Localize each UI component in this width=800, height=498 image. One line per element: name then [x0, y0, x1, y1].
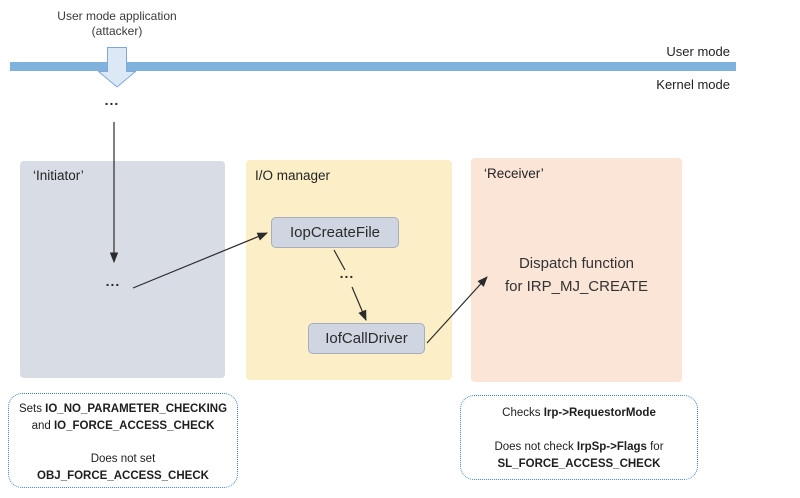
receiver-note-field1: Irp->RequestorMode	[543, 407, 656, 419]
receiver-note-line2: Does not check IrpSp->Flags for	[461, 439, 697, 456]
receiver-note-line1: Checks Irp->RequestorMode	[461, 405, 697, 422]
node-iofcalldriver: IofCallDriver	[308, 323, 425, 354]
receiver-box-label: ‘Receiver’	[484, 166, 544, 181]
initiator-note-flag3: OBJ_FORCE_ACCESS_CHECK	[37, 470, 209, 482]
user-kernel-boundary-bar	[10, 62, 736, 71]
initiator-note-line4: OBJ_FORCE_ACCESS_CHECK	[9, 468, 237, 485]
ellipsis-io-manager: ...	[339, 265, 355, 281]
initiator-note-sets: Sets	[18, 403, 46, 415]
initiator-note-and: and	[31, 420, 54, 432]
receiver-note-for: for	[646, 441, 664, 453]
initiator-note-line1: Sets IO_NO_PARAMETER_CHECKING	[9, 401, 237, 418]
user-mode-label: User mode	[666, 44, 730, 59]
initiator-note: Sets IO_NO_PARAMETER_CHECKING and IO_FOR…	[8, 393, 238, 488]
receiver-note-checks: Checks	[502, 407, 544, 419]
io-manager-box-label: I/O manager	[255, 168, 331, 183]
kernel-mode-label: Kernel mode	[656, 77, 730, 92]
initiator-note-flag2: IO_FORCE_ACCESS_CHECK	[53, 420, 215, 432]
receiver-box: ‘Receiver’ Dispatch function for IRP_MJ_…	[471, 158, 682, 382]
receiver-note-gap	[461, 422, 697, 439]
initiator-box: ‘Initiator’	[20, 161, 225, 378]
user-mode-app-label: User mode application (attacker)	[33, 9, 201, 39]
initiator-note-line3: Does not set	[90, 453, 156, 465]
user-mode-app-label-line1: User mode application	[57, 9, 177, 23]
receiver-note: Checks Irp->RequestorMode Does not check…	[460, 395, 698, 480]
dispatch-function-line1: Dispatch function	[518, 255, 635, 272]
receiver-note-field2: IrpSp->Flags	[576, 441, 647, 453]
dispatch-function-line2: for IRP_MJ_CREATE	[504, 278, 649, 295]
initiator-note-gap	[9, 435, 237, 451]
node-iopcreatefile: IopCreateFile	[271, 217, 399, 248]
initiator-note-line2: and IO_FORCE_ACCESS_CHECK	[9, 418, 237, 435]
ellipsis-top: ...	[104, 92, 120, 108]
receiver-note-line3: SL_FORCE_ACCESS_CHECK	[461, 456, 697, 473]
receiver-note-doesnotcheck: Does not check	[494, 441, 577, 453]
initiator-note-flag1: IO_NO_PARAMETER_CHECKING	[45, 403, 228, 415]
receiver-note-flag: SL_FORCE_ACCESS_CHECK	[497, 458, 661, 470]
ellipsis-initiator: ...	[105, 273, 121, 289]
initiator-box-label: ‘Initiator’	[33, 168, 84, 183]
dispatch-function-label: Dispatch function for IRP_MJ_CREATE	[471, 252, 682, 298]
down-block-arrow-icon	[98, 47, 136, 88]
user-mode-app-label-line2: (attacker)	[91, 24, 143, 38]
